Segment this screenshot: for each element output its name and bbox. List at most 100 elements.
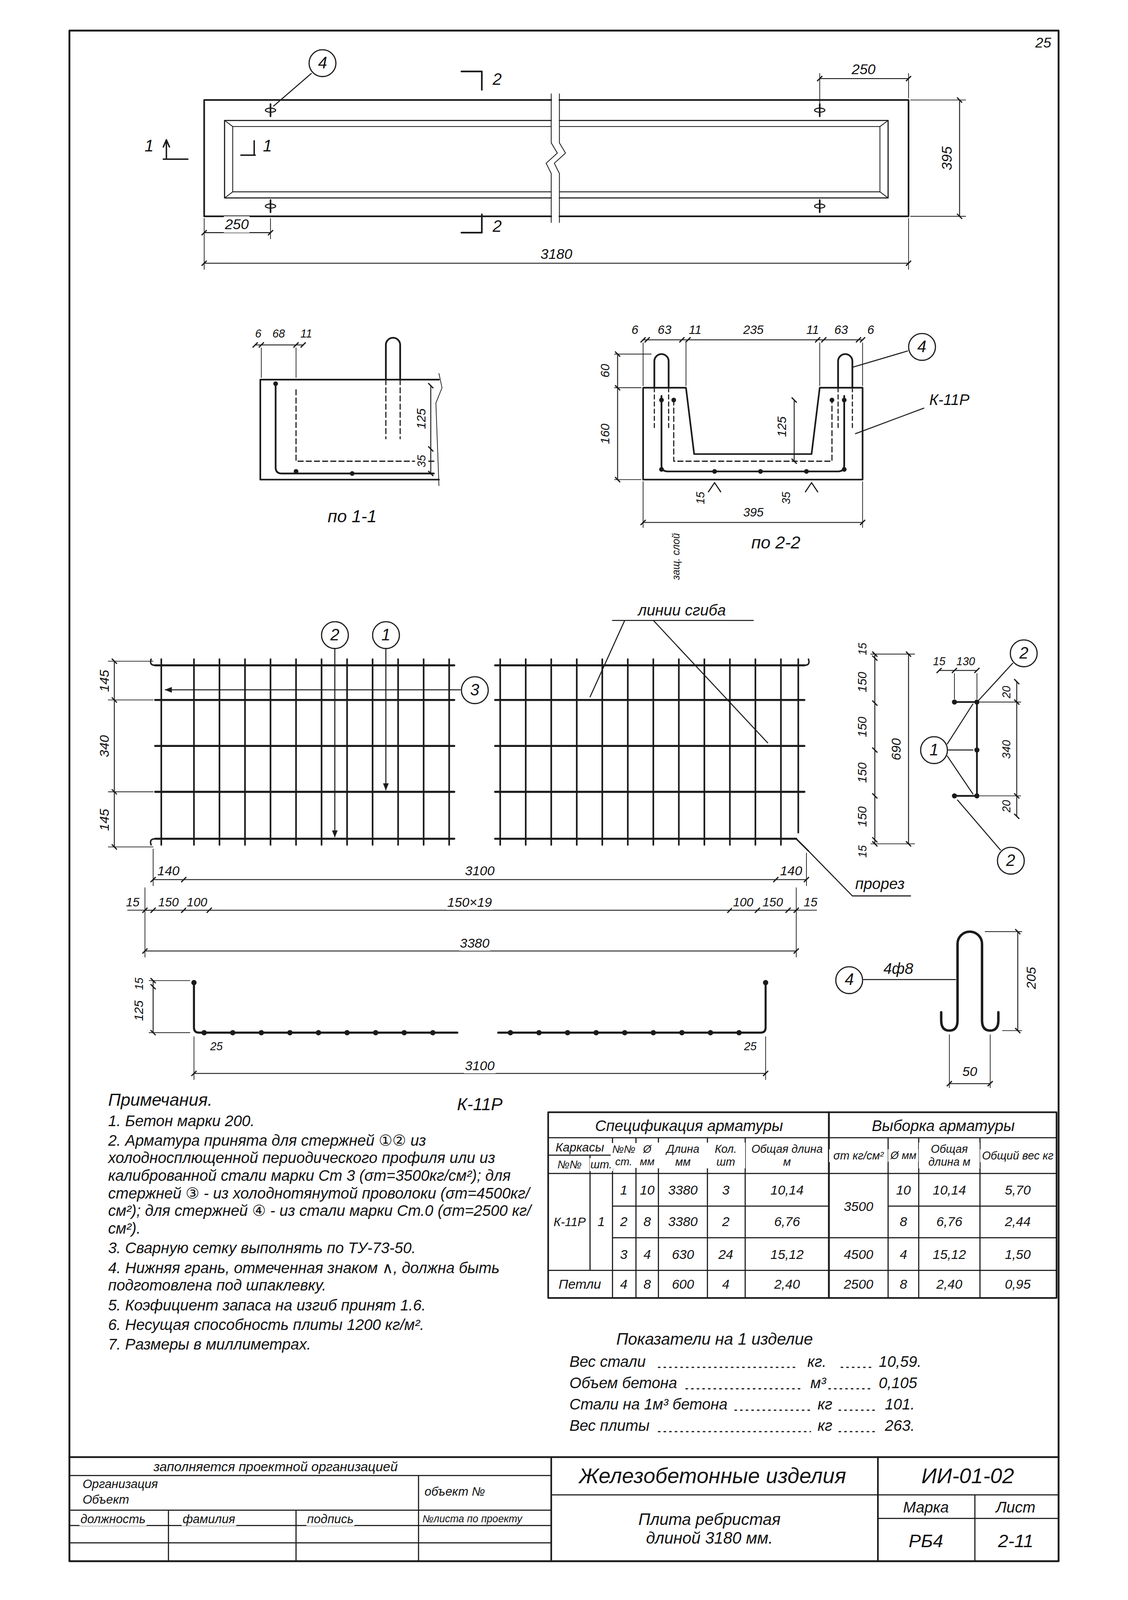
dimension-text: 4ф8 [882, 960, 914, 978]
callout-circle: 1 [919, 735, 949, 765]
dimension-lines [908, 654, 910, 844]
table-cell: 4 [721, 1276, 731, 1292]
plan-view [814, 108, 825, 113]
dimension-text: К-11Р [928, 391, 971, 410]
dimension-text: по 2-2 [750, 532, 802, 553]
table-cell: 4500 [842, 1247, 875, 1263]
table-cell: 3 [619, 1247, 629, 1263]
note-text: 5. Коэфициент запаса на изгиб принят 1.6… [107, 1296, 543, 1315]
table-cell: 10,14 [931, 1182, 967, 1198]
spec-table [827, 1112, 830, 1299]
section-1-1 [349, 471, 355, 477]
title-block-text: фамилия [181, 1512, 236, 1527]
leader-lines [273, 73, 312, 107]
note-text: 7. Размеры в миллиметрах. [107, 1335, 543, 1354]
bent-profile [258, 1029, 264, 1036]
leader-lines [165, 689, 461, 691]
summary-text: Показатели на 1 изделие [615, 1330, 815, 1349]
dimension-text: 15 [856, 844, 870, 859]
callout-number: 4 [317, 54, 327, 72]
dimension-text: 125 [131, 999, 147, 1022]
dimension-text: 3100 [464, 1058, 496, 1074]
dimension-lines [114, 78, 1018, 1084]
plan-view [265, 108, 276, 113]
section-2-2 [758, 468, 763, 474]
table-cell: 600 [671, 1276, 696, 1292]
mesh-section [974, 747, 980, 753]
leader-lines [852, 350, 908, 368]
bent-profile [287, 1029, 293, 1036]
dimension-lines [643, 339, 863, 341]
table-cell: 3380 [667, 1182, 700, 1198]
bent-profile [401, 1029, 407, 1036]
dimension-text: 20 [1000, 799, 1013, 814]
dimension-text: 15 [856, 642, 870, 657]
table-cell: №№ [556, 1158, 583, 1172]
bent-profile [650, 1029, 656, 1036]
spec-table [548, 1112, 1057, 1299]
bent-profile [707, 1029, 714, 1036]
title-block-text: заполняется проектной организацией [152, 1459, 399, 1475]
table-cell: шт. [589, 1158, 614, 1172]
dimension-text: 20 [1000, 684, 1013, 700]
section-2-2 [671, 397, 677, 403]
callout-circle: 4 [907, 332, 937, 362]
table-cell: 3 [721, 1182, 731, 1198]
dimension-text: 3100 [464, 863, 496, 879]
dimension-text: 340 [96, 734, 112, 759]
summary-text: кг. [806, 1353, 828, 1371]
title-block-text: 2-11 [996, 1530, 1035, 1553]
mesh-plan [150, 659, 810, 851]
plan-view [232, 126, 880, 192]
callout-circle: 2 [1009, 639, 1038, 668]
dimension-text: 6 [630, 322, 640, 338]
title-block-text: Плита ребристая длиной 3180 мм. [611, 1510, 808, 1549]
dimension-text: 63 [833, 322, 850, 338]
section-1-1 [273, 381, 279, 387]
plan-view [546, 93, 566, 223]
callout-outline [997, 847, 1025, 874]
dimension-text: 130 [955, 655, 976, 668]
callout-number: 2 [330, 626, 340, 644]
dimension-text: 35 [779, 491, 793, 506]
note-text: 4. Нижняя грань, отмеченная знаком ∧, до… [107, 1259, 543, 1295]
section-2-2 [842, 467, 847, 473]
table-cell: 4 [619, 1276, 629, 1292]
dimension-lines [874, 654, 876, 844]
plan-view [461, 71, 482, 233]
note-text: 2. Арматура принята для стержней ①② из х… [107, 1131, 543, 1238]
sheet-frame [69, 30, 1059, 1562]
summary-text: Вес плиты [568, 1417, 651, 1435]
table-cell: 2,40 [935, 1276, 964, 1292]
table-cell: №№ ст. [610, 1143, 637, 1168]
extension-lines [108, 654, 915, 847]
dimension-lines [819, 78, 909, 80]
plan-view [204, 99, 909, 217]
dimension-text: 235 [742, 322, 765, 338]
summary-text: 0,105 [877, 1374, 918, 1393]
dimension-lines [152, 980, 154, 1033]
table-cell: 4 [642, 1247, 652, 1263]
callout-outline [372, 621, 400, 649]
dimension-text: К-11Р [456, 1094, 504, 1115]
dimension-text: 68 [271, 327, 286, 341]
dimension-text: 11 [805, 322, 820, 338]
dimension-text: линии сгиба [637, 601, 727, 620]
table-cell: Каркасы [554, 1140, 605, 1155]
extension-lines [108, 73, 1022, 1088]
table-cell: Общий вес кг [980, 1149, 1056, 1163]
summary-text: 101. [884, 1395, 916, 1414]
mesh-section [951, 793, 957, 799]
table-cell: Общая длина м [750, 1142, 824, 1169]
dimension-text: 25 [209, 1040, 224, 1053]
section-1-1 [296, 379, 434, 462]
mesh-plan [154, 665, 805, 839]
extension-lines [954, 673, 1021, 797]
title-block-text: №листа по проекту [421, 1513, 523, 1525]
title-block-text: РБ4 [907, 1530, 945, 1553]
dimension-text: 150 [855, 715, 870, 739]
note-text: 6. Несущая способность плиты 1200 кг/м². [107, 1316, 543, 1335]
dimension-text: 11 [687, 322, 703, 338]
extension-lines [614, 342, 863, 528]
